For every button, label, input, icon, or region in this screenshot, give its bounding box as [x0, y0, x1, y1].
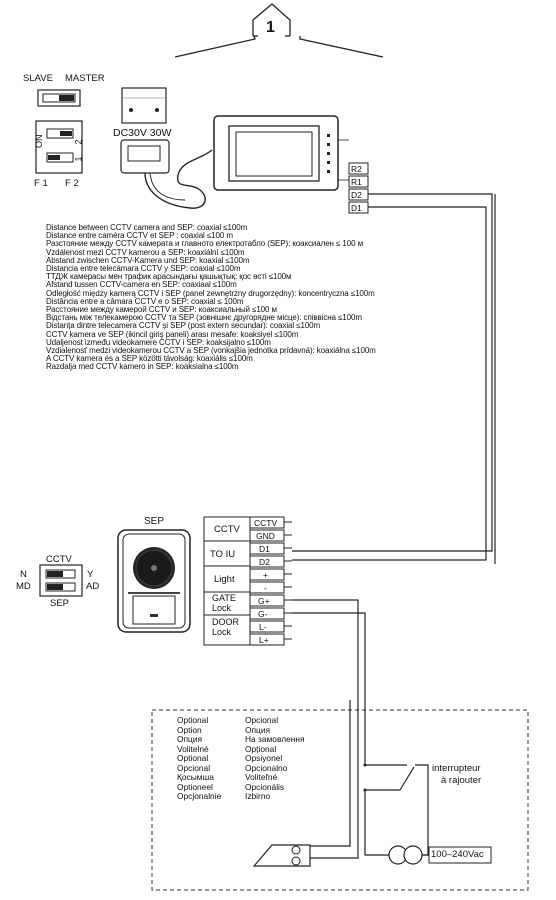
switch-label-2: à rajouter: [441, 775, 482, 786]
terminal-group-toiu: TO IU: [210, 549, 236, 560]
power-supply-label: DC30V 30W: [113, 127, 172, 139]
sep-terminal-block: [203, 516, 292, 646]
terminal-group-cctv: CCTV: [214, 524, 240, 535]
sep-dip-title: CCTV: [46, 554, 72, 565]
distance-note: Distance entre caméra CCTV et SEP : coax…: [46, 231, 233, 241]
distance-note: Відстань між телекамерою CCTV та SEP (зо…: [46, 313, 362, 323]
switch-label-1: interrupteur: [432, 763, 481, 774]
floor-number: 1: [266, 19, 275, 36]
bus-wiring: [292, 193, 496, 564]
distance-note: Udaljenost između videokamere CCTV i SEP…: [46, 337, 271, 347]
distance-note: Abstand zwischen CCTV-Kamera und SEP: ko…: [46, 255, 250, 265]
optional-label: Optional: [177, 715, 209, 725]
f1-label: F 1: [34, 178, 48, 189]
distance-note: Odległość między kamerą CCTV i SEP (pane…: [46, 288, 375, 298]
terminal-group-light: Light: [214, 574, 235, 585]
terminal-cctv: CCTV: [254, 518, 278, 528]
master-label: MASTER: [65, 73, 105, 84]
distance-note: Afstand tussen CCTV-camera en SEP: coaxi…: [46, 280, 237, 290]
monitor-terminal-d2: D2: [351, 190, 362, 200]
optional-label: Volitelné: [177, 743, 209, 754]
optional-label: Opcional: [177, 762, 211, 773]
optional-label: Opcional: [245, 715, 279, 725]
distance-note: A CCTV kamera és a SEP közötti távolság:…: [46, 354, 253, 364]
optional-label: Opcionalno: [245, 762, 288, 773]
terminal-l-plus: L+: [259, 635, 269, 645]
terminal-gnd: GND: [256, 531, 275, 541]
terminal-minus: -: [264, 583, 267, 593]
mains-box: [428, 846, 492, 864]
optional-label: Optioneel: [177, 781, 213, 792]
distance-note: CCTV kamera ve SEP (ikincil giriş paneli…: [46, 329, 299, 339]
sep-dip-switch: [39, 564, 83, 597]
terminal-group-door: DOOR Lock: [212, 617, 239, 637]
slave-label: SLAVE: [23, 73, 53, 84]
terminal-g-plus: G+: [258, 596, 270, 606]
sep-dip-ad: AD: [86, 581, 100, 592]
optional-label: Опция: [177, 734, 203, 744]
distance-note: Razdalja med CCTV kamero in SEP: koaksia…: [46, 362, 239, 372]
terminal-d1: D1: [259, 544, 270, 554]
slave-master-switch: [37, 89, 81, 107]
optional-label: Opsiyonel: [245, 753, 283, 763]
distance-note: Distancia entre telecámara CCTV y SEP: c…: [46, 264, 241, 274]
sep-outdoor-panel: [117, 529, 191, 633]
indoor-monitor: [213, 115, 349, 191]
sep-dip-md: MD: [16, 581, 31, 592]
monitor-terminal-r1: R1: [351, 177, 362, 187]
optional-label: Voliteľné: [245, 772, 278, 782]
transformer-icon: [388, 845, 430, 865]
power-supply-mount: [121, 87, 167, 124]
lock-wiring: [292, 599, 429, 859]
terminal-group-gate: GATE Lock: [212, 593, 236, 613]
terminal-d2: D2: [259, 557, 270, 567]
terminal-g-minus: G-: [258, 609, 268, 619]
sep-dip-n: N: [20, 569, 27, 580]
distance-note: Distanța dintre telecamera CCTV și SEP (…: [46, 321, 321, 331]
f2-label: F 2: [65, 178, 79, 189]
monitor-terminal-r2: R2: [351, 164, 362, 174]
sep-title: SEP: [144, 516, 165, 527]
distance-note: Vzdálenost mezi CCTV kamerou a SEP: koax…: [46, 247, 245, 257]
terminal-l-minus: L-: [259, 622, 267, 632]
sep-dip-bottom: SEP: [50, 598, 70, 609]
distance-note: Vzdialenosť medzi videokamerou CCTV a SE…: [46, 346, 376, 356]
optional-label: Opcjonalnie: [177, 791, 222, 801]
f1-f2-dip-switch: [35, 120, 83, 174]
distance-note: Distância entre a câmara CCTV e o SEP: c…: [46, 296, 244, 306]
optional-label: Opțional: [245, 743, 277, 754]
dip-pos-2: 2: [73, 139, 84, 145]
monitor-terminal-d1: D1: [351, 203, 362, 213]
optional-label: Optional: [177, 753, 209, 763]
cctv-distance-notes: Distance between CCTV camera and SEP: co…: [46, 223, 376, 372]
distance-note: Расстояние между камерой CCTV и SEP: коа…: [46, 305, 277, 315]
optional-label: Opcionális: [245, 781, 285, 792]
optional-label: Опция: [245, 724, 271, 735]
optional-list-1: Optional Option Опция Volitelné Optional…: [177, 715, 222, 802]
distance-note: Разстояние между CCTV камерата и главнот…: [46, 239, 363, 249]
power-adapter: [120, 139, 213, 209]
optional-list-2: Opcional Опция На замовлення Opțional Op…: [245, 715, 305, 802]
optional-area: [151, 709, 529, 891]
dip-on-label: ON: [34, 134, 44, 149]
optional-label: Izbirno: [245, 791, 271, 801]
mains-label: 100–240Vac: [431, 849, 484, 860]
distance-note: Distance between CCTV camera and SEP: co…: [46, 223, 248, 232]
optional-label: Қосымша: [177, 772, 214, 782]
dip-pos-1: 1: [73, 156, 84, 162]
sep-dip-y: Y: [87, 569, 94, 580]
terminal-plus: +: [263, 570, 268, 580]
distance-note: ТТДЖ камерасы мен трафик арасындағы қашы…: [46, 272, 292, 282]
electric-lock-icon: [252, 844, 311, 867]
optional-label: Option: [177, 724, 202, 735]
optional-label: На замовлення: [245, 734, 305, 744]
floor-roof-icon: [174, 3, 384, 58]
